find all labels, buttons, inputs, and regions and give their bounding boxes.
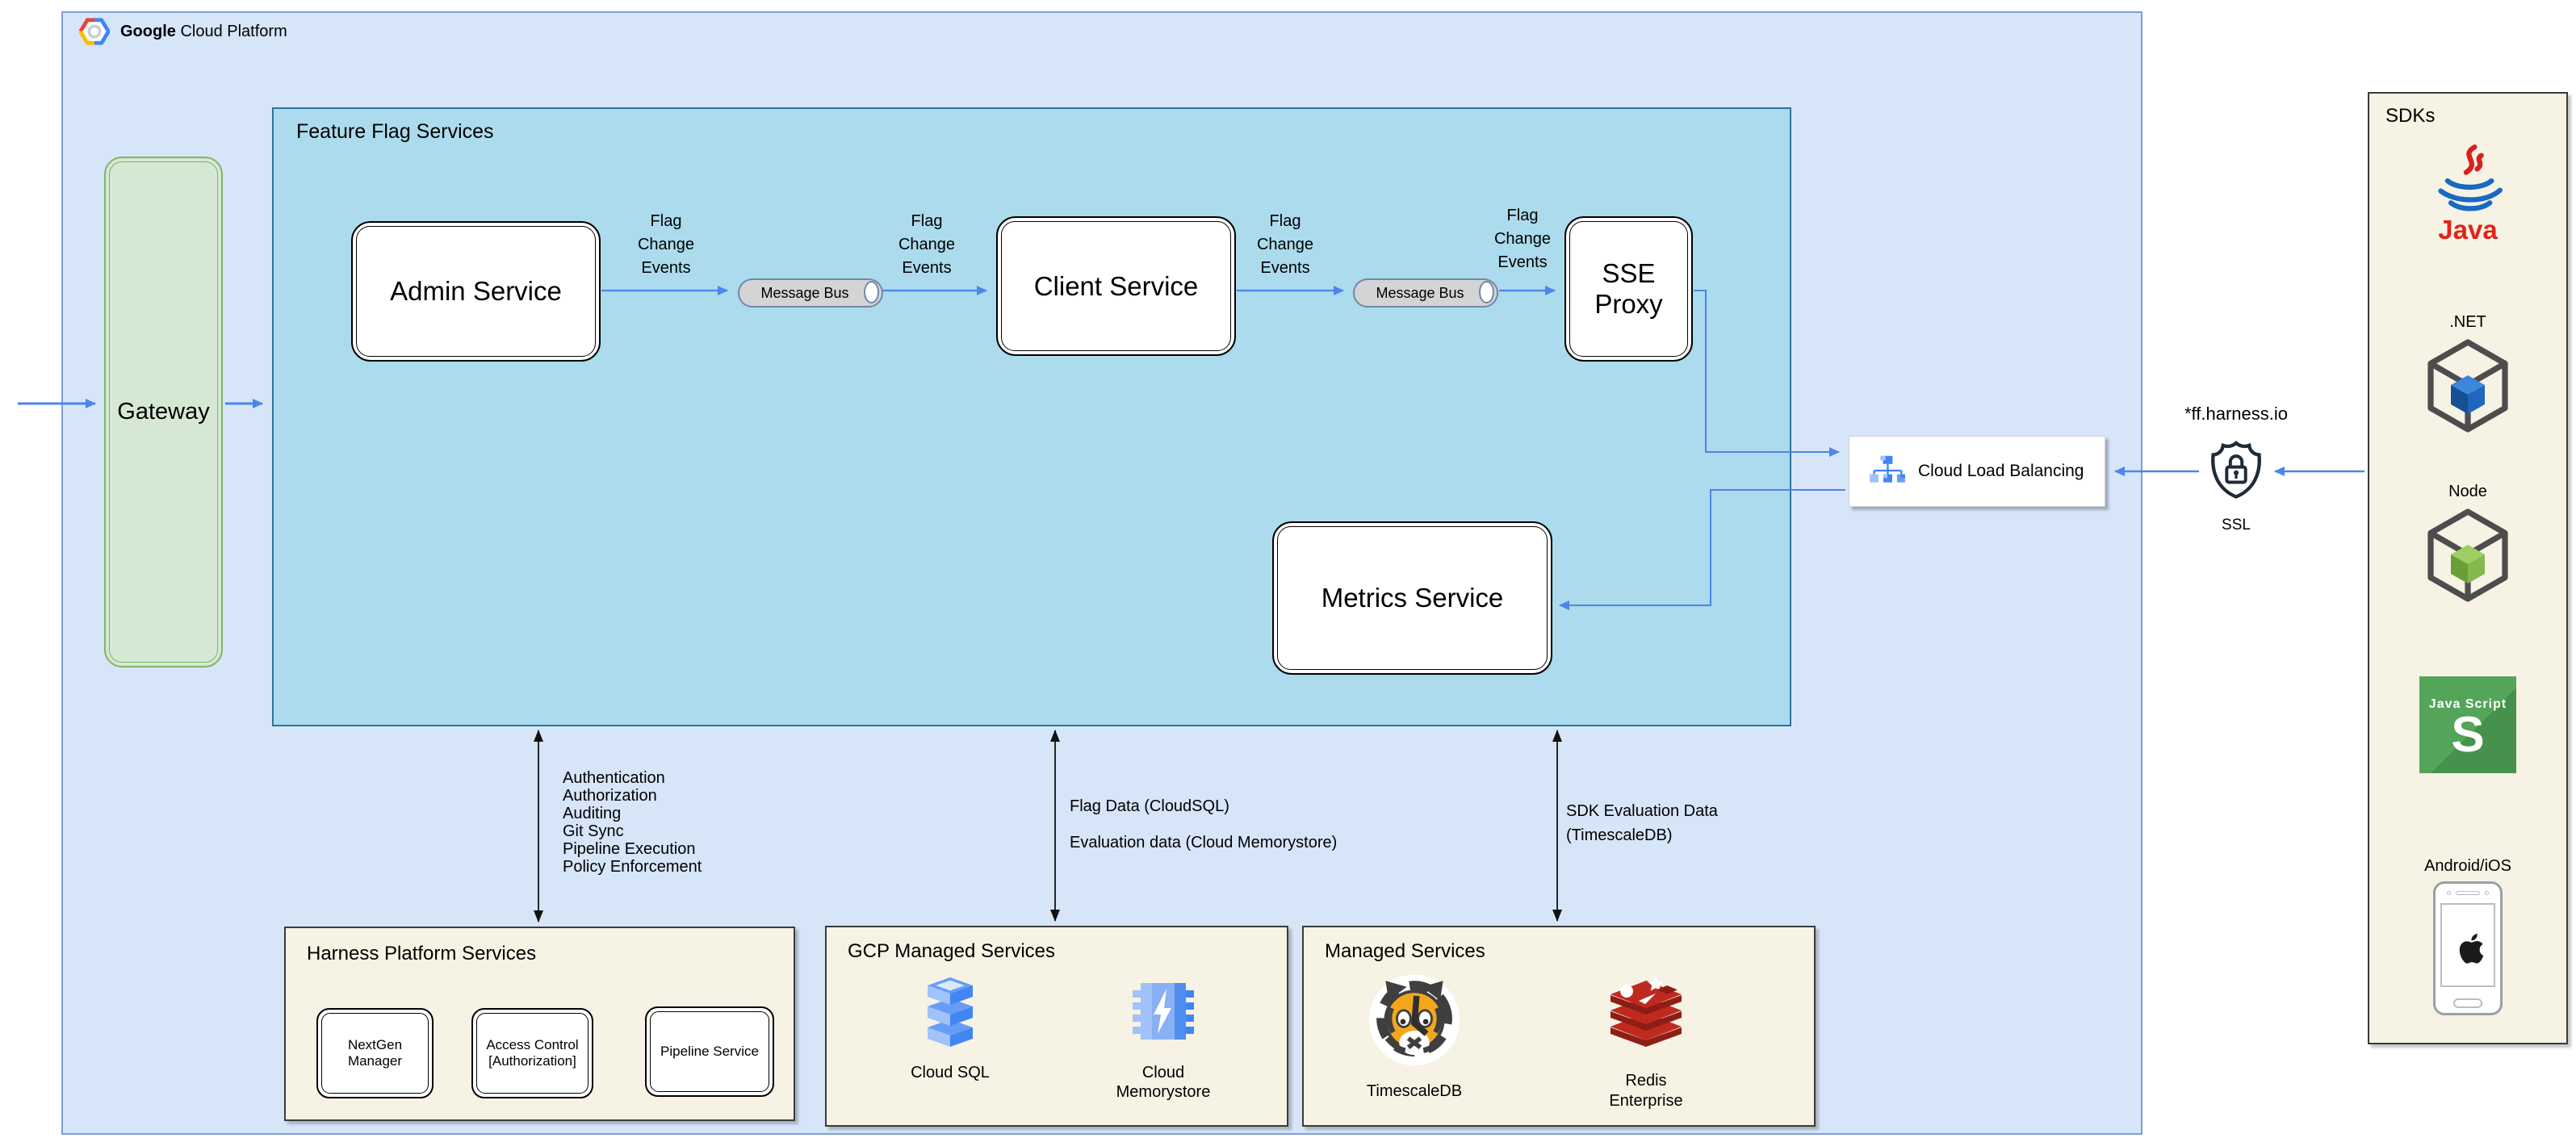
javascript-s-glyph: S	[2451, 707, 2485, 763]
harness-platform-title: Harness Platform Services	[307, 943, 537, 964]
gcp-brand-rest: Cloud Platform	[175, 22, 287, 40]
ssl-shield-icon	[2211, 440, 2261, 499]
platform-capabilities-list: Authentication Authorization Auditing Gi…	[563, 769, 702, 876]
phone-speaker	[2456, 891, 2480, 895]
pipeline-service-label: Pipeline Service	[660, 1044, 759, 1059]
gcp-managed-panel: GCP Managed Services Cloud SQL	[825, 926, 1288, 1127]
dotnet-cube-icon	[2427, 339, 2508, 433]
client-service-label: Client Service	[1033, 270, 1199, 301]
access-control-label: Access Control [Authorization]	[486, 1037, 579, 1069]
managed-services-panel: Managed Services TimescaleDB	[1302, 926, 1816, 1127]
gcp-logo-icon	[79, 18, 110, 45]
phone-home-button	[2453, 998, 2482, 1008]
node-cube-icon	[2427, 508, 2508, 602]
phone-camera-dot	[2447, 891, 2451, 895]
harness-platform-panel: Harness Platform Services NextGen Manage…	[284, 927, 795, 1121]
message-bus-1-label: Message Bus	[760, 284, 849, 301]
message-bus-1-cap	[864, 281, 879, 303]
client-service-box: Client Service	[996, 216, 1236, 356]
javascript-icon: Java Script S	[2419, 676, 2516, 773]
gcp-brand: Google Cloud Platform	[120, 23, 287, 41]
sse-proxy-box: SSE Proxy	[1564, 216, 1693, 362]
feature-flag-services-title: Feature Flag Services	[296, 120, 494, 143]
phone-screen	[2440, 903, 2495, 987]
sdk-evaluation-data-label: SDK Evaluation Data (TimescaleDB)	[1566, 799, 1718, 847]
metrics-service-box: Metrics Service	[1272, 521, 1552, 675]
cloud-load-balancing-box: Cloud Load Balancing	[1849, 436, 2105, 507]
flag-change-events-label-2: Flag Change Events	[898, 212, 956, 277]
cloud-sql-label: Cloud SQL	[911, 1064, 990, 1082]
nextgen-manager-label: NextGen Manager	[347, 1037, 403, 1069]
java-icon	[2438, 144, 2503, 211]
apple-icon	[2459, 933, 2484, 964]
capability-item: Pipeline Execution	[563, 840, 696, 858]
message-bus-2: Message Bus	[1353, 278, 1498, 308]
node-label: Node	[2448, 483, 2487, 500]
java-label: Java	[2438, 215, 2498, 245]
admin-service-box: Admin Service	[351, 221, 601, 362]
mobile-phone-icon	[2433, 881, 2503, 1015]
gateway-box: Gateway	[104, 157, 223, 667]
sdk-evaluation-line1: SDK Evaluation Data	[1566, 802, 1718, 820]
capability-item: Auditing	[563, 805, 622, 822]
dotnet-label: .NET	[2449, 313, 2486, 331]
cloud-sql-icon	[928, 977, 973, 1047]
evaluation-data-label: Evaluation data (Cloud Memorystore)	[1070, 834, 1338, 851]
message-bus-2-label: Message Bus	[1376, 284, 1464, 301]
cloud-memorystore-label: Cloud Memorystore	[1116, 1064, 1211, 1101]
flag-change-events-label-1: Flag Change Events	[637, 212, 695, 277]
gcp-header: Google Cloud Platform	[79, 18, 287, 45]
mobile-label: Android/iOS	[2424, 857, 2511, 875]
ssl-label: SSL	[2222, 517, 2251, 533]
capability-item: Authentication	[563, 769, 665, 787]
gateway-label: Gateway	[117, 399, 210, 425]
cloud-load-balancing-label: Cloud Load Balancing	[1918, 462, 2084, 480]
timescaledb-label: TimescaleDB	[1366, 1082, 1463, 1100]
flag-data-label: Flag Data (CloudSQL)	[1070, 797, 1229, 815]
redis-icon	[1611, 976, 1682, 1047]
admin-service-label: Admin Service	[390, 276, 562, 306]
sdks-panel: SDKs Java .NET Node	[2368, 92, 2568, 1044]
timescaledb-icon	[1368, 974, 1460, 1066]
feature-flag-services-container: Feature Flag Services Admin Service Clie…	[272, 107, 1791, 726]
capability-item: Policy Enforcement	[563, 858, 702, 876]
pipeline-service-box: Pipeline Service	[645, 1006, 774, 1097]
flag-change-events-label-4: Flag Change Events	[1493, 207, 1552, 271]
sdks-title: SDKs	[2385, 105, 2436, 127]
capability-item: Git Sync	[563, 822, 624, 840]
phone-sensor-dot	[2485, 891, 2489, 895]
sdk-evaluation-line2: (TimescaleDB)	[1566, 826, 1673, 844]
managed-services-title: Managed Services	[1325, 940, 1485, 962]
gcp-brand-bold: Google	[120, 22, 176, 40]
cloud-memorystore-icon	[1133, 983, 1194, 1040]
harness-domain-label: *ff.harness.io	[2184, 404, 2288, 424]
metrics-service-label: Metrics Service	[1321, 583, 1504, 613]
capability-item: Authorization	[563, 787, 657, 805]
message-bus-1: Message Bus	[738, 278, 883, 308]
load-balancer-icon	[1870, 455, 1905, 483]
access-control-box: Access Control [Authorization]	[471, 1008, 593, 1098]
nextgen-manager-box: NextGen Manager	[316, 1008, 434, 1098]
flag-change-events-label-3: Flag Change Events	[1256, 212, 1314, 277]
sse-proxy-label: SSE Proxy	[1594, 258, 1663, 319]
message-bus-2-cap	[1479, 281, 1494, 303]
redis-enterprise-label: Redis Enterprise	[1609, 1072, 1683, 1110]
gcp-managed-title: GCP Managed Services	[848, 940, 1056, 962]
javascript-label: Java Script	[2428, 697, 2507, 711]
